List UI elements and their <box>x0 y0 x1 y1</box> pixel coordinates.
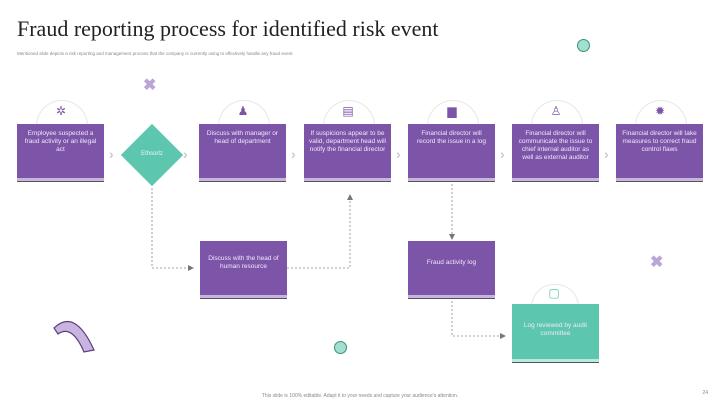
page-title: Fraud reporting process for identified r… <box>17 16 439 41</box>
clipboard-icon: ▢ <box>548 286 560 300</box>
auditor-icon: ♙ <box>550 104 562 118</box>
step-6-box: Financial director will take measures to… <box>616 124 703 182</box>
footer-note: This slide is 100% editable. Adapt it to… <box>261 393 459 399</box>
chevron-right-icon: › <box>604 146 609 162</box>
chevron-right-icon: › <box>396 146 401 162</box>
document-icon: ▤ <box>342 104 354 118</box>
decision-label: Ethsorlz <box>141 151 163 157</box>
fraud-log-box: Fraud activity log <box>408 241 495 299</box>
step-2-box: Discuss with manager or head of departme… <box>199 124 286 182</box>
step-3-box: If suspicions appear to be valid, depart… <box>304 124 391 182</box>
decorative-circle <box>334 341 347 354</box>
decorative-cross-icon: ✖ <box>650 254 664 271</box>
decorative-cross-icon: ✖ <box>143 77 157 94</box>
hr-discussion-box: Discuss with the head of human resource <box>200 241 287 299</box>
people-cycle-icon: ✲ <box>55 104 67 118</box>
page-number: 24 <box>702 390 708 396</box>
decorative-circle <box>577 39 590 52</box>
decorative-arc <box>53 320 95 353</box>
chevron-right-icon: › <box>500 146 505 162</box>
log-icon: ▆ <box>447 104 457 118</box>
chevron-right-icon: › <box>183 146 188 162</box>
log-reviewed-box: Log reviewed by audit committee <box>512 304 599 363</box>
subtitle: Mentioned slide depicts a risk reporting… <box>17 51 294 56</box>
chevron-right-icon: › <box>291 146 296 162</box>
step-1-box: Employee suspected a fraud activity or a… <box>17 124 104 182</box>
chevron-right-icon: › <box>109 146 114 162</box>
gear-icon: ✹ <box>654 104 666 118</box>
manager-icon: ♟ <box>237 104 249 118</box>
step-5-box: Financial director will communicate the … <box>512 124 599 182</box>
step-4-box: Financial director will record the issue… <box>408 124 495 182</box>
